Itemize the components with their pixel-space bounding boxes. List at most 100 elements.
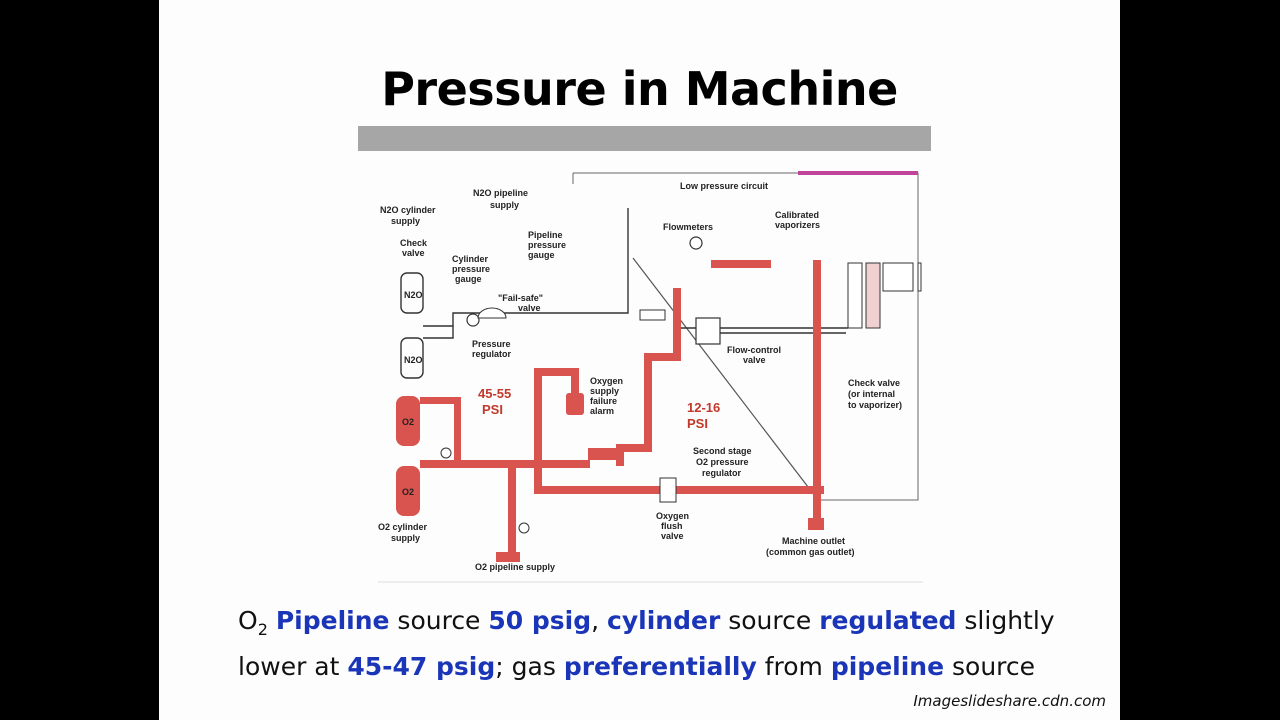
o2-pipe-outlet-drop [813,490,821,520]
o2-pipe-alarm-branch [534,368,542,493]
second-stage-regulator [588,448,616,460]
low-pressure-circuit-boundary [573,172,919,501]
fail-safe-valve-icon [695,317,721,345]
label-pipe-gauge-1: Pipeline [528,230,563,240]
o2-pipe-riser [454,397,461,462]
label-fail-safe-1: "Fail-safe" [498,293,543,303]
label-flush-3: valve [661,531,684,541]
caption-preferentially: preferentially [563,652,757,681]
caption-o2: O [238,606,258,635]
anesthesia-machine-diagram: Low pressure circuit N2O N2O O2 O2 [378,171,923,583]
caption-text-3: source [728,606,812,635]
n2o-cylinder-top [400,272,424,314]
o2-pipe-top [420,397,460,404]
cylinder-gauge-icon [466,313,480,327]
label-check-valve-vap-1: Check valve [848,378,900,388]
slide: Pressure in Machine Low pressure circuit… [159,0,1120,720]
o2-pipe-to-riser [616,444,644,452]
flowmeter-tube-1 [847,262,863,329]
accent-strip [798,171,918,175]
label-cyl-gauge-3: gauge [455,274,482,284]
caption-text-5: ; gas [495,652,556,681]
label-cyl-gauge-1: Cylinder [452,254,489,264]
n2o-regulator-icon [639,309,666,321]
label-check-valve-vap-3: to vaporizer) [848,400,902,410]
label-flow-control-2: valve [743,355,766,365]
oxygen-flush-valve-icon [659,477,677,503]
o2-pipe-alarm-top [534,368,579,376]
caption-45-47-psig: 45-47 psig [347,652,496,681]
label-vaporizers-2: vaporizers [775,220,820,230]
caption-50-psig: 50 psig [488,606,592,635]
n2o-cylinder-bottom [400,337,424,379]
label-n2o-cylinder-1: N2O cylinder [380,205,436,215]
vaporizer-1 [882,262,914,292]
machine-outlet-arrow [808,518,824,530]
caption-pipeline: Pipeline [275,606,390,635]
label-o2-alarm-1: Oxygen [590,376,623,386]
label-psi-high-2: PSI [482,402,503,417]
boundary-diagonal [632,257,819,501]
o2-pipe-to-flowmeter [644,353,679,361]
slide-caption: O2 Pipeline source 50 psig, cylinder sou… [238,602,1098,685]
o2-cylinder-top [396,396,420,446]
caption-comma: , [591,606,600,635]
label-second-stage-3: regulator [702,468,742,478]
o2-cylinder-bottom [396,466,420,516]
label-n2o-cylinder-2: supply [391,216,420,226]
caption-text-1: source [397,606,481,635]
caption-text-4: slightly lower at [238,606,1055,681]
flowmeter-tube-2 [865,262,881,329]
label-psi-high-1: 45-55 [478,386,511,401]
label-second-stage-1: Second stage [693,446,752,456]
label-machine-outlet-2: (common gas outlet) [766,547,855,557]
label-o2-pipeline: O2 pipeline supply [475,562,555,572]
label-regulator-1: Pressure [472,339,511,349]
label-psi-low-2: PSI [687,416,708,431]
n2o-tank-label-2: N2O [404,355,423,365]
label-machine-outlet-1: Machine outlet [782,536,845,546]
caption-o2-sub: 2 [257,620,268,639]
o2-pipe-flowmeter-riser [673,288,681,361]
label-o2-cylinder-2: supply [391,533,420,543]
o2-tank-label-1: O2 [402,417,414,427]
label-o2-alarm-3: failure [590,396,617,406]
o2-pipe-regulator-out [616,444,624,466]
o2-cylinder-gauge-icon [440,447,452,459]
caption-regulated: regulated [819,606,957,635]
label-flowmeters: Flowmeters [663,222,713,232]
label-psi-low-1: 12-16 [687,400,720,415]
o2-pipeline-gauge-icon [518,522,530,534]
o2-pipe-main [420,460,590,468]
image-credit: Imageslideshare.cdn.com [913,692,1106,710]
caption-text-6: from [764,652,823,681]
title-underline-bar [358,126,931,151]
o2-pipe-right-down [813,260,821,490]
o2-pipe-flush-line [534,486,824,494]
label-pipe-gauge-2: pressure [528,240,566,250]
slide-title: Pressure in Machine [381,62,898,116]
n2o-tank-label-1: N2O [404,290,423,300]
o2-pipe-vaporizer-header [711,260,771,268]
n2o-pipe-connector [423,326,454,339]
o2-pipeline-inlet [496,552,520,562]
caption-pipeline-2: pipeline [830,652,945,681]
label-vaporizers-1: Calibrated [775,210,819,220]
label-low-pressure-circuit: Low pressure circuit [680,181,768,191]
label-flush-2: flush [661,521,683,531]
label-regulator-2: regulator [472,349,512,359]
label-check-valve-1: Check [400,238,428,248]
label-n2o-pipeline-2: supply [490,200,519,210]
label-flush-1: Oxygen [656,511,689,521]
label-second-stage-2: O2 pressure [696,457,749,467]
o2-pipe-pipeline-drop [508,460,516,558]
label-check-valve-2: valve [402,248,425,258]
label-o2-alarm-2: supply [590,386,619,396]
n2o-pipe-main [423,208,629,327]
label-flow-control-1: Flow-control [727,345,781,355]
caption-cylinder: cylinder [607,606,721,635]
o2-pipe-alarm-drop [571,368,579,398]
label-pipe-gauge-3: gauge [528,250,555,260]
label-check-valve-vap-2: (or internal [848,389,895,399]
pressure-regulator-icon [477,307,507,319]
